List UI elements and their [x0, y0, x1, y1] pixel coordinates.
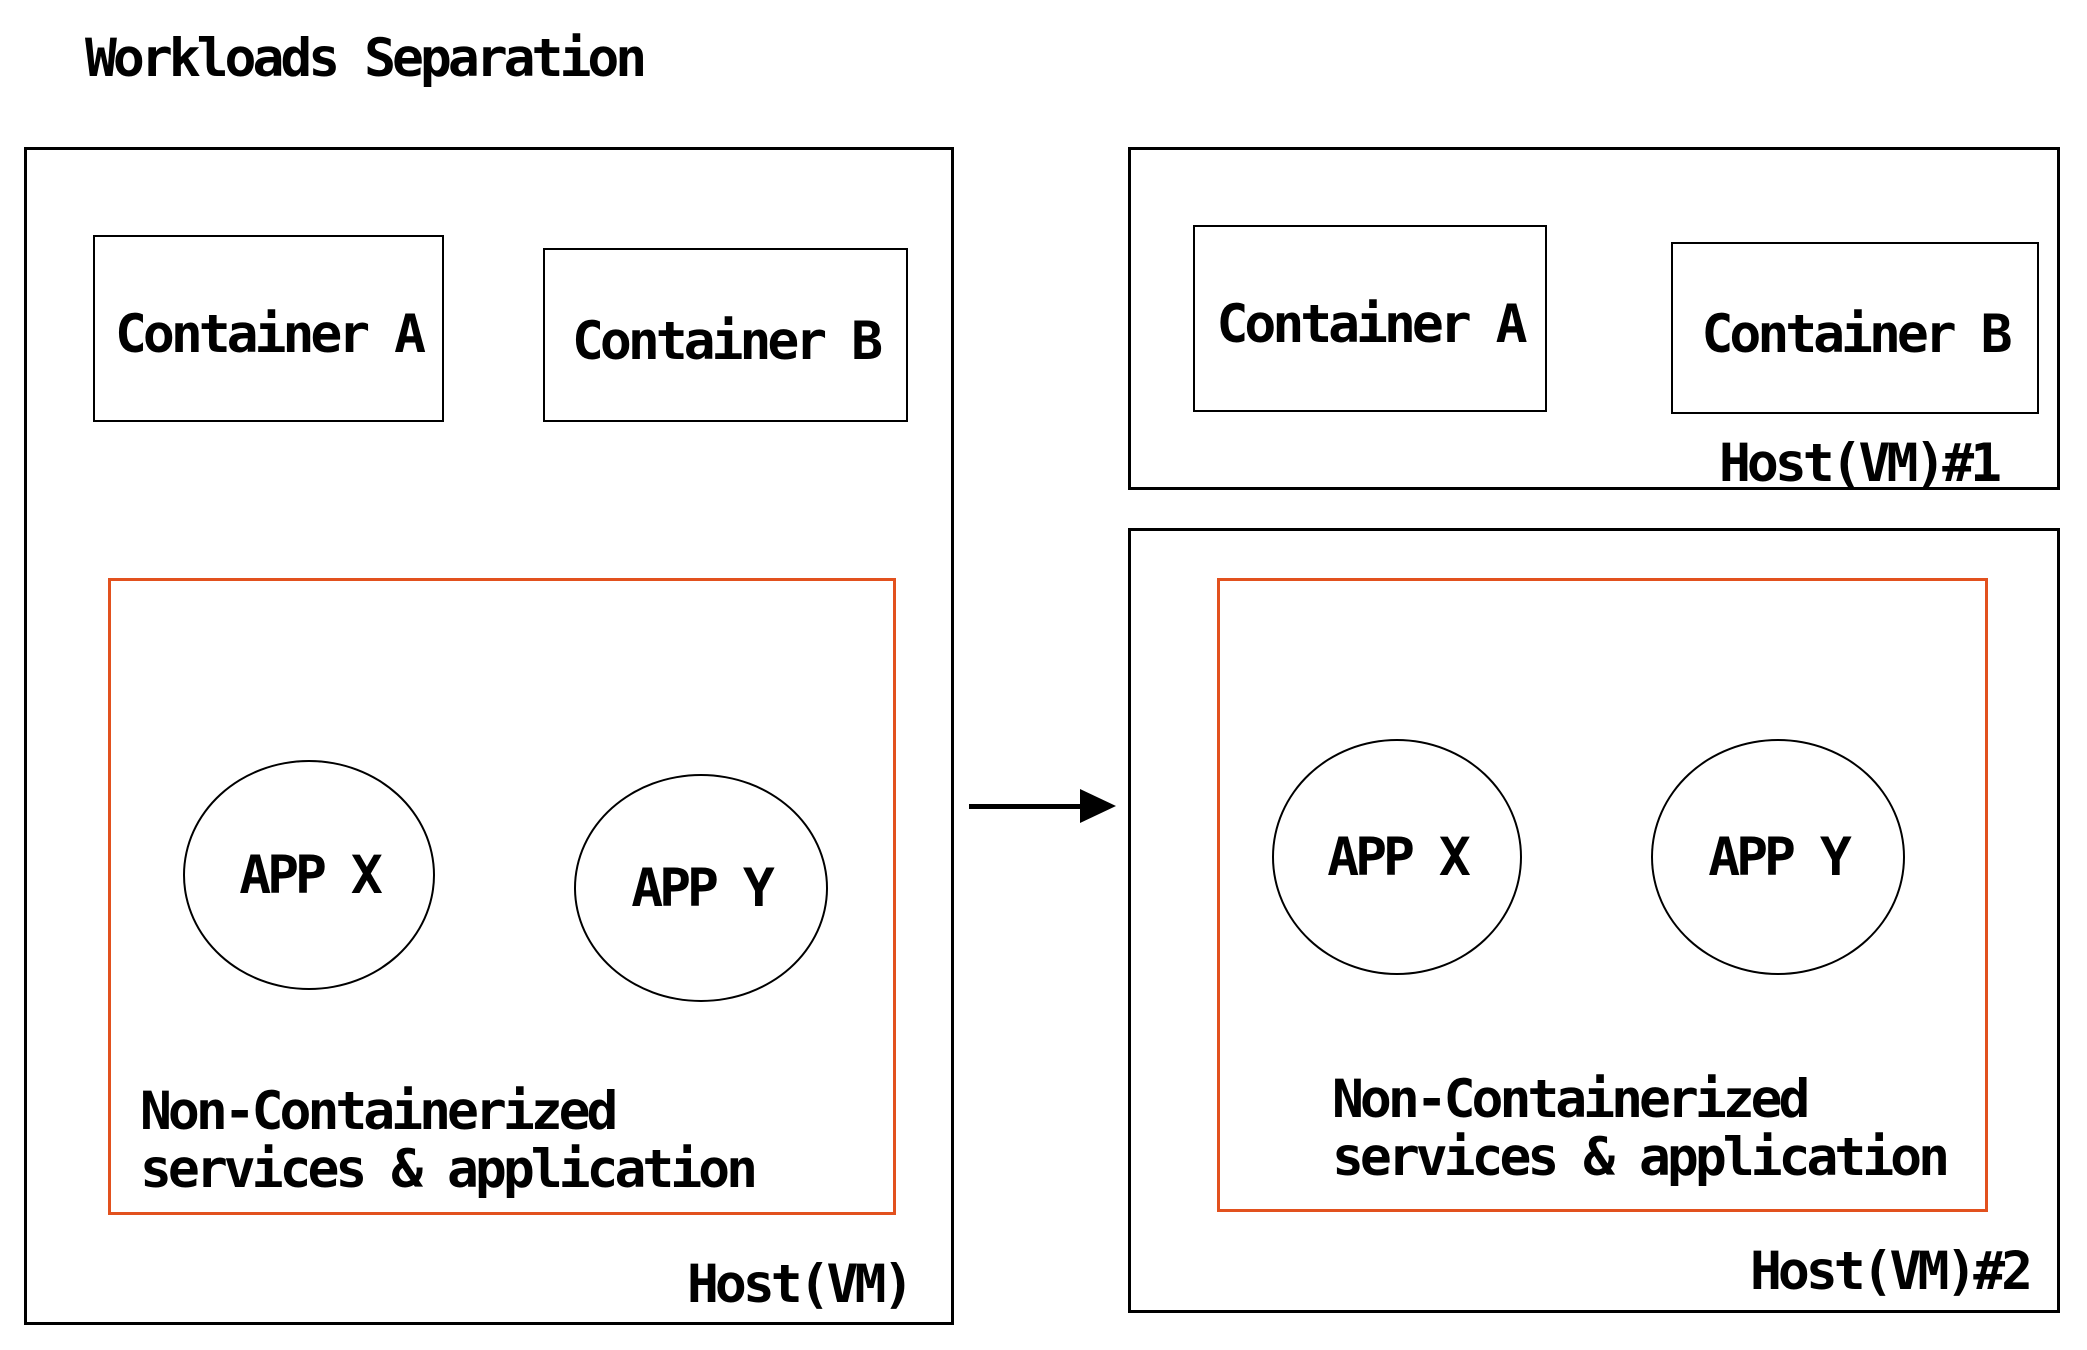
host1-container-a-label: Container A	[1216, 294, 1528, 355]
source-container-b-box: Container B	[543, 248, 908, 422]
host1-label: Host(VM)#1	[1719, 433, 2002, 494]
migration-arrow	[969, 789, 1119, 823]
source-container-a-label: Container A	[115, 304, 426, 365]
arrow-shaft	[969, 804, 1083, 809]
host1-container-a-box: Container A	[1193, 225, 1547, 412]
source-app-y-circle: APP Y	[574, 774, 828, 1002]
diagram-title: Workloads Separation	[85, 28, 647, 89]
host2-non-containerized-box	[1217, 578, 1988, 1212]
host2-nc-caption-line2: services & application	[1332, 1127, 1950, 1188]
source-container-b-label: Container B	[572, 310, 883, 372]
source-app-x-circle: APP X	[183, 760, 435, 990]
host2-app-y-circle: APP Y	[1651, 739, 1905, 975]
source-container-a-box: Container A	[93, 235, 444, 422]
source-non-containerized-box	[108, 578, 896, 1215]
arrow-right-icon	[1080, 789, 1116, 823]
host2-app-x-circle: APP X	[1272, 739, 1522, 975]
source-nc-caption-line1: Non-Containerized	[140, 1081, 618, 1142]
source-app-y-label: APP Y	[631, 857, 775, 919]
host1-container-b-box: Container B	[1671, 242, 2039, 414]
host2-box	[1128, 528, 2060, 1313]
host2-nc-caption-line1: Non-Containerized	[1332, 1069, 1810, 1130]
host2-label: Host(VM)#2	[1750, 1241, 2033, 1302]
source-non-containerized-caption: Non-Containerized services & application	[140, 1081, 758, 1200]
host2-app-x-label: APP X	[1327, 826, 1471, 888]
source-host-label: Host(VM)	[687, 1254, 914, 1315]
source-nc-caption-line2: services & application	[140, 1139, 758, 1200]
host2-non-containerized-caption: Non-Containerized services & application	[1332, 1069, 1950, 1188]
host2-app-y-label: APP Y	[1708, 826, 1852, 888]
host1-container-b-label: Container B	[1701, 303, 2013, 365]
source-app-x-label: APP X	[239, 844, 383, 906]
